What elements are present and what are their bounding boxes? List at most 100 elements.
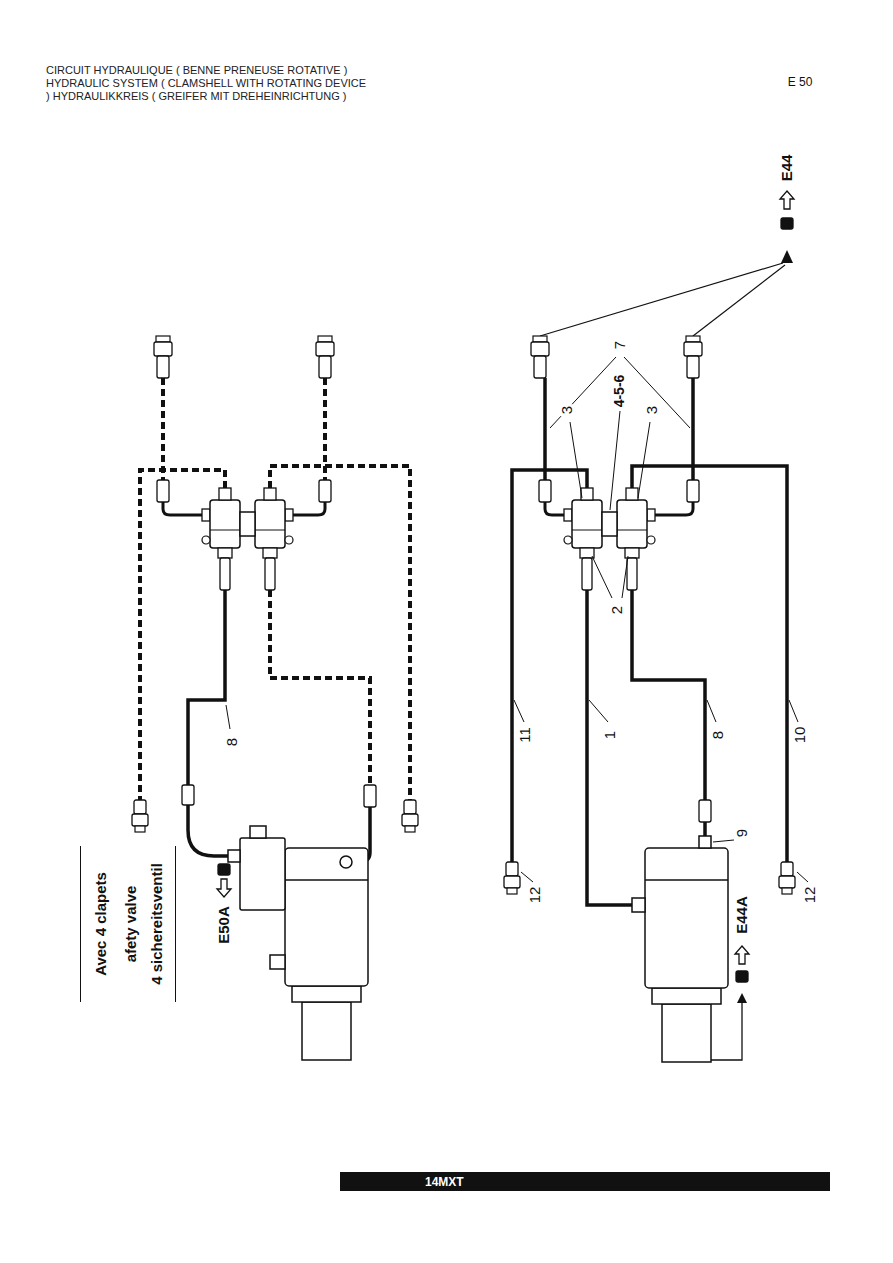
drawing-part [781, 218, 793, 229]
drawing-part [638, 422, 650, 498]
drawing-part [780, 191, 794, 209]
drawing-part [218, 864, 230, 875]
drawing-part [540, 263, 783, 336]
callout-number: 12 [527, 885, 544, 906]
drawing-part [188, 590, 225, 785]
drawing-part [285, 848, 368, 986]
drawing-part [217, 879, 231, 897]
drawing-part [240, 838, 285, 910]
drawing-part [592, 556, 612, 598]
drawing-part [402, 800, 418, 832]
drawing-part [512, 378, 787, 905]
drawing-part [622, 556, 628, 598]
callout-number: 10 [792, 725, 809, 746]
drawing-part [228, 850, 240, 862]
drawing-part [699, 836, 711, 848]
callout-number: 11 [517, 725, 534, 745]
drawing-part [270, 955, 285, 969]
callout-number: 8 [224, 736, 241, 748]
drawing-part [226, 705, 230, 729]
callout-number: 1 [602, 729, 619, 741]
drawing-part [531, 336, 549, 378]
drawing-part [703, 822, 707, 836]
drawing-part [316, 336, 334, 378]
drawing-part [504, 862, 520, 894]
drawing-part [161, 378, 165, 480]
drawing-part [140, 378, 410, 800]
drawing-part [293, 502, 325, 515]
drawing-part [699, 800, 711, 822]
drawing-part [737, 993, 747, 1003]
callout-number: 4-5-6 [612, 373, 627, 410]
footer-code: 14MXT [425, 1176, 464, 1188]
callout-number: 3 [644, 404, 661, 416]
drawing-part [662, 1004, 711, 1062]
drawing-part [157, 480, 169, 502]
note-text: afety valve [123, 886, 140, 963]
drawing-part [340, 856, 352, 868]
callout-number: 12 [802, 885, 819, 906]
drawing-part [624, 357, 690, 428]
callout-number: 8 [710, 729, 727, 741]
drawing-part [188, 590, 370, 862]
drawing-part [543, 378, 547, 480]
callout-number: 2 [609, 604, 626, 616]
drawing-part [589, 700, 608, 722]
drawing-part [521, 872, 533, 882]
drawing-part [736, 971, 748, 982]
drawing-part [217, 864, 231, 897]
title-text: CIRCUIT HYDRAULIQUE ( BENNE PRENEUSE ROT… [46, 64, 368, 103]
footer-bar: 14MXT [340, 1172, 830, 1191]
callout-number: 7 [612, 339, 629, 351]
drawing-part [655, 502, 693, 515]
drawing-part [550, 357, 616, 428]
drawing-part [713, 840, 734, 842]
drawing-part [364, 785, 376, 807]
drawing-part [302, 1002, 351, 1060]
drawing-part [735, 946, 749, 964]
page-reference: E44A [734, 894, 751, 936]
drawing-part [154, 336, 172, 378]
callout-number: 3 [559, 404, 576, 416]
drawing-part [610, 411, 620, 510]
drawing-part [226, 357, 808, 882]
note-text: 4 sichereitsventil [149, 863, 166, 985]
drawing-part [564, 488, 655, 590]
drawing-part [632, 836, 728, 1062]
drawing-part [693, 265, 785, 336]
drawing-part [539, 480, 551, 502]
callout-number: 9 [734, 827, 751, 839]
drawing-part [132, 800, 148, 832]
drawing-part [163, 502, 202, 515]
drawing-part [797, 872, 808, 882]
drawing-part [687, 480, 699, 502]
drawing-part [540, 263, 785, 336]
drawing-part [779, 862, 795, 894]
drawing-part [182, 785, 194, 805]
drawing-part [228, 826, 368, 1060]
drawing-part [587, 590, 632, 905]
note-box: Avec 4 clapets afety valve 4 sichereitsven… [80, 846, 176, 1002]
drawing-part [292, 986, 361, 1002]
drawing-part [645, 879, 728, 881]
drawing-part [202, 488, 293, 590]
drawing-part [652, 988, 721, 1004]
drawing-part [645, 848, 728, 988]
page-reference: E44 [779, 153, 796, 184]
drawing-part [789, 700, 798, 722]
drawing-part [632, 466, 787, 862]
page-number: E 50 [788, 75, 813, 89]
drawing-part [684, 336, 702, 378]
drawing-part [570, 422, 582, 498]
note-text: Avec 4 clapets [93, 872, 110, 976]
drawing-part [711, 191, 794, 1060]
drawing-part [545, 502, 564, 515]
drawing-part [188, 805, 228, 856]
drawing-part [270, 590, 370, 785]
drawing-part [319, 480, 331, 502]
drawing-part [707, 700, 716, 722]
page-reference: E50A [216, 904, 233, 946]
